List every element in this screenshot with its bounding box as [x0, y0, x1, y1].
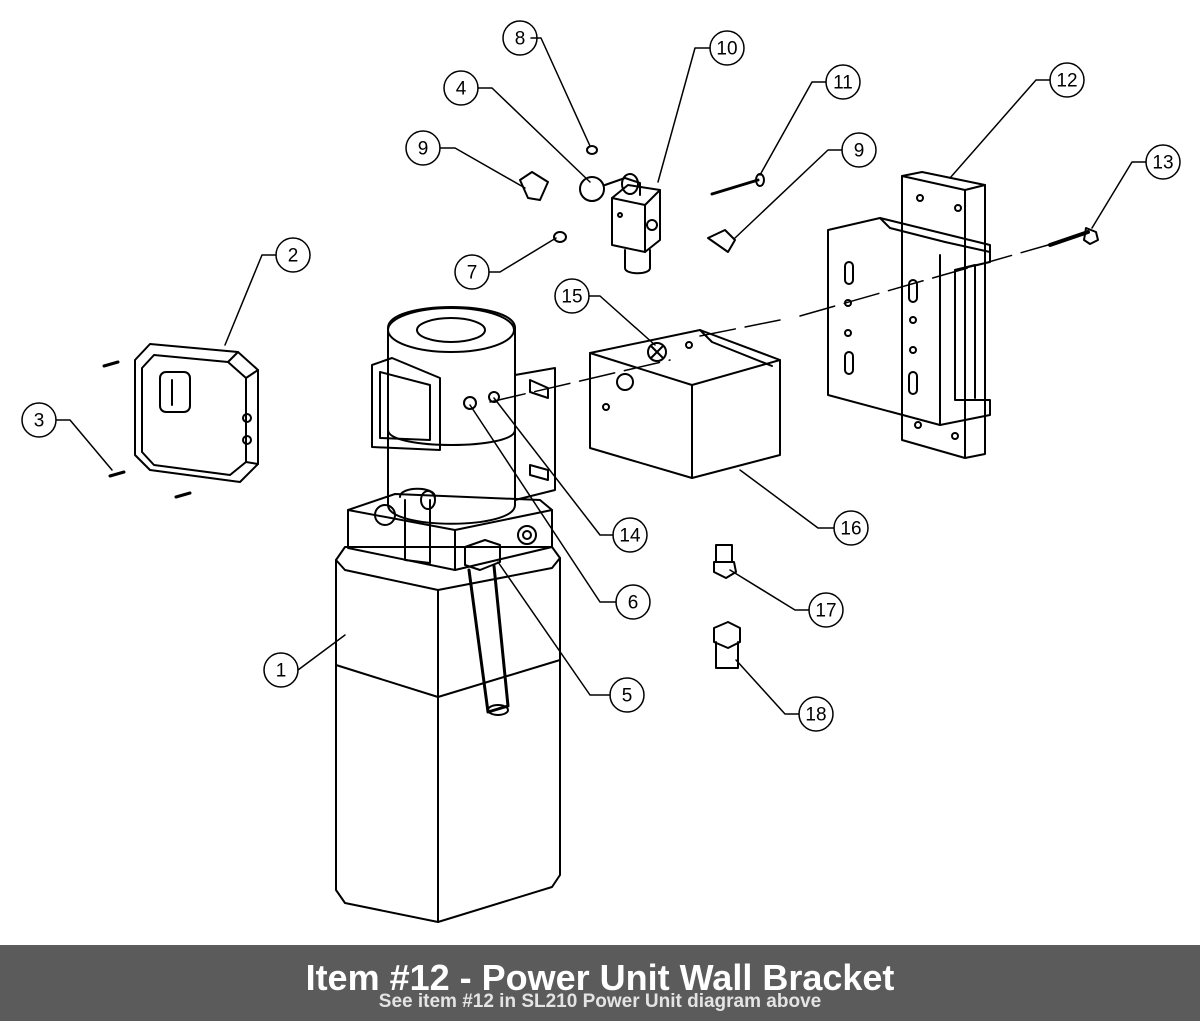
callout-circles — [21, 20, 1181, 732]
callout-circle-11 — [825, 64, 861, 100]
callout-18: 18 — [805, 705, 826, 726]
callout-2: 2 — [288, 246, 299, 267]
callout-17: 17 — [815, 601, 836, 622]
callout-circle-18 — [798, 696, 834, 732]
callout-circle-7 — [454, 254, 490, 290]
callout-circle-16 — [833, 510, 869, 546]
callout-11: 11 — [833, 73, 853, 94]
callout-circle-12 — [1049, 62, 1085, 98]
callout-5: 5 — [622, 686, 633, 707]
wall-bracket — [827, 171, 991, 459]
callout-circle-17 — [808, 592, 844, 628]
callout-circle-1 — [263, 652, 299, 688]
electric-motor — [371, 306, 556, 525]
callout-circle-8 — [502, 20, 538, 56]
electrical-box — [102, 343, 259, 499]
callout-10: 10 — [716, 39, 737, 60]
callout-9b: 9 — [854, 141, 865, 162]
reservoir-tank — [335, 546, 561, 923]
callout-circle-4 — [443, 70, 479, 106]
manifold-block — [347, 487, 553, 571]
callout-circle-6 — [615, 584, 651, 620]
callout-7: 7 — [467, 263, 478, 284]
callout-circle-13 — [1145, 144, 1181, 180]
valve-assembly — [519, 145, 765, 275]
callout-3: 3 — [34, 411, 45, 432]
callout-14: 14 — [619, 526, 641, 547]
callout-4: 4 — [456, 79, 467, 100]
caption-subtitle: See item #12 in SL210 Power Unit diagram… — [378, 991, 822, 1012]
callout-circle-9b — [841, 132, 877, 168]
callout-circle-3 — [21, 402, 57, 438]
caption-title: Item #12 - Power Unit Wall Bracket — [305, 957, 895, 998]
callout-8: 8 — [515, 29, 526, 50]
callout-circle-10 — [709, 30, 745, 66]
callout-1: 1 — [276, 661, 287, 682]
mounting-bolt — [1048, 227, 1099, 247]
callout-12: 12 — [1056, 71, 1077, 92]
leader-lines — [55, 37, 1147, 715]
callout-circle-14 — [612, 517, 648, 553]
callout-9a: 9 — [418, 139, 429, 160]
callout-6: 6 — [628, 593, 639, 614]
u-bracket — [589, 329, 781, 479]
callout-circle-5 — [609, 677, 645, 713]
callout-circle-2 — [275, 237, 311, 273]
callout-circle-9a — [405, 130, 441, 166]
callout-15: 15 — [561, 287, 582, 308]
callout-16: 16 — [840, 519, 861, 540]
return-hose — [464, 539, 510, 716]
alignment-line — [489, 244, 1049, 403]
callout-circle-15 — [554, 278, 590, 314]
fittings — [713, 544, 741, 669]
callout-13: 13 — [1152, 153, 1173, 174]
exploded-parts-diagram: 1 2 3 4 5 6 7 8 9 9 10 11 12 13 14 15 16… — [21, 20, 1181, 923]
caption-bar — [0, 945, 1200, 1021]
